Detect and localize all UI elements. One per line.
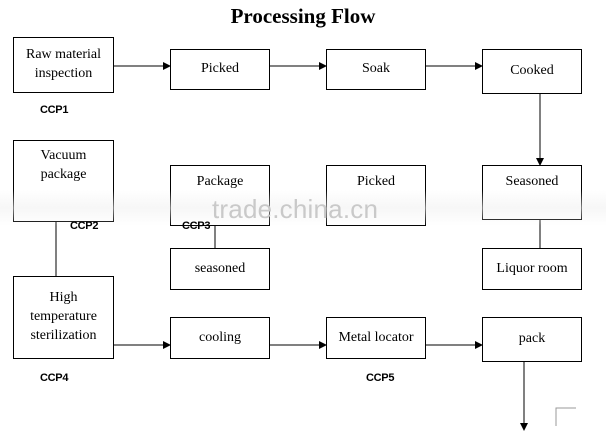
step-metal-locator: Metal locator <box>326 317 426 359</box>
watermark-band <box>0 190 606 226</box>
step-picked: Picked <box>170 49 270 90</box>
watermark-text: trade.china.cn <box>212 194 379 224</box>
ccp-label-5: CCP5 <box>366 372 395 384</box>
ccp-label-3: CCP3 <box>182 220 211 232</box>
corner-mark <box>555 407 576 426</box>
step-raw-material-inspection: Raw material inspection <box>13 37 114 93</box>
ccp-label-4: CCP4 <box>40 372 69 384</box>
step-liquor-room: Liquor room <box>482 248 582 290</box>
ccp-label-1: CCP1 <box>40 104 69 116</box>
step-pack: pack <box>482 317 582 362</box>
step-soak: Soak <box>326 49 426 90</box>
step-seasoned-2: seasoned <box>170 248 270 290</box>
step-cooling: cooling <box>170 317 270 359</box>
step-high-temperature-sterilization: High temperature sterilization <box>13 276 114 359</box>
diagram-title: Processing Flow <box>230 4 376 28</box>
step-cooked: Cooked <box>482 49 582 94</box>
ccp-label-2: CCP2 <box>70 220 99 232</box>
